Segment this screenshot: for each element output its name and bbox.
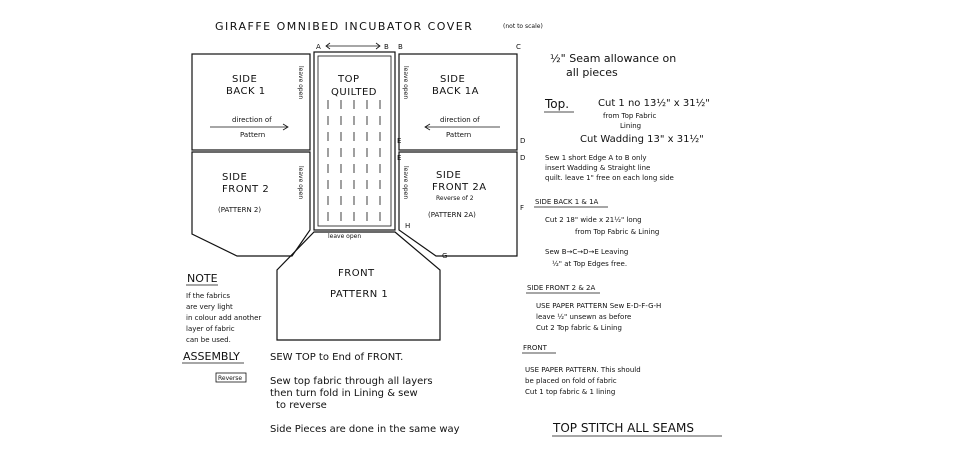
side-back-1-direction1: direction of [232, 116, 272, 124]
side-front-2a-label1: SIDE [436, 170, 461, 181]
assembly-label-2: Reverse [218, 375, 242, 382]
front-piece [276, 231, 441, 341]
point-label-b1: B [384, 43, 389, 51]
side-back-1a-piece [398, 53, 518, 151]
top-quilted-piece [313, 51, 396, 231]
point-label-f: F [520, 204, 524, 212]
side-back-1-arrowhead [282, 123, 289, 131]
assembly-step-1: SEW TOP to End of FRONT. [270, 352, 403, 363]
side-front-heading: SIDE FRONT 2 & 2A [527, 284, 595, 292]
point-label-c: C [516, 43, 521, 51]
side-front-2a-label3: Reverse of 2 [436, 195, 474, 202]
top-line-6: insert Wadding & Straight line [545, 164, 650, 172]
side-front-2a-piece [398, 151, 518, 257]
side-back-1a-arrowhead [424, 123, 431, 131]
top-line-7: quilt. leave 1" free on each long side [545, 174, 674, 182]
assembly-step-3: Side Pieces are done in the same way [270, 424, 460, 435]
title-note: (not to scale) [503, 23, 543, 30]
side-back-line-2: from Top Fabric & Lining [575, 228, 659, 236]
side-front-line-3: Cut 2 Top fabric & Lining [536, 324, 622, 332]
side-front-2a-label2: FRONT 2A [432, 182, 487, 193]
diagram-title: GIRAFFE OMNIBED INCUBATOR COVER [215, 20, 473, 33]
note-line-5: can be used. [186, 336, 231, 344]
point-label-h: H [405, 222, 410, 230]
side-back-line-3: Sew B→C→D→E Leaving [545, 248, 628, 256]
front-line-3: Cut 1 top fabric & 1 lining [525, 388, 615, 396]
side-back-1a-label2: BACK 1A [432, 86, 479, 97]
front-heading: FRONT [523, 344, 548, 352]
side-front-2-label3: (PATTERN 2) [218, 206, 261, 214]
side-back-line-1: Cut 2 18" wide x 21½" long [545, 216, 642, 224]
top-line-5: Sew 1 short Edge A to B only [545, 154, 647, 162]
side-back-1a-label1: SIDE [440, 74, 465, 85]
seam-line-2: all pieces [566, 66, 618, 79]
assembly-heading: ASSEMBLY [183, 350, 240, 363]
top-line-4: Cut Wadding 13" x 31½" [580, 133, 704, 145]
note-line-1: If the fabrics [186, 292, 230, 300]
side-back-1-edge: leave open [297, 66, 304, 99]
seam-line-1: ½" Seam allowance on [550, 52, 676, 65]
side-front-2a-edge: leave open [402, 166, 409, 199]
side-front-2-label1: SIDE [222, 172, 247, 183]
point-label-d1: D [520, 137, 525, 145]
side-back-line-4: ½" at Top Edges free. [552, 260, 627, 268]
front-line-2: be placed on fold of fabric [525, 377, 617, 385]
side-back-1a-direction1: direction of [440, 116, 480, 124]
side-back-1a-edge: leave open [402, 66, 409, 99]
assembly-step-2-line-1: Sew top fabric through all layers [270, 376, 433, 387]
note-line-4: layer of fabric [186, 325, 235, 333]
top-quilted-inner [317, 55, 392, 227]
assembly-step-2-line-2: then turn fold in Lining & sew [270, 388, 418, 399]
assembly-step-2-line-3: to reverse [276, 400, 327, 411]
side-front-2-piece [191, 151, 311, 257]
front-line-1: USE PAPER PATTERN. This should [525, 366, 641, 374]
assembly-label-box [215, 372, 247, 383]
quilting-lines [327, 100, 381, 222]
side-front-line-2: leave ½" unsewn as before [536, 313, 631, 321]
note-heading: NOTE [187, 272, 218, 285]
side-front-line-1: USE PAPER PATTERN Sew E-D-F-G-H [536, 302, 661, 310]
front-label1: FRONT [338, 268, 375, 279]
note-line-3: in colour add another [186, 314, 261, 322]
side-back-heading: SIDE BACK 1 & 1A [535, 198, 599, 206]
point-label-d2: D [520, 154, 525, 162]
top-line-2: from Top Fabric [603, 112, 656, 120]
side-back-1a-direction2: Pattern [446, 131, 471, 139]
point-label-b2: B [398, 43, 403, 51]
note-line-2: are very light [186, 303, 233, 311]
top-line-3: Lining [620, 122, 641, 130]
assembly-final: TOP STITCH ALL SEAMS [552, 421, 694, 435]
side-back-1-direction2: Pattern [240, 131, 265, 139]
top-line-1: Cut 1 no 13½" x 31½" [598, 97, 710, 109]
a-b-arrowheads [325, 42, 381, 50]
side-back-1-label2: BACK 1 [226, 86, 266, 97]
side-back-1-label1: SIDE [232, 74, 257, 85]
side-front-2-edge: leave open [297, 166, 304, 199]
front-edge: leave open [328, 233, 361, 240]
top-heading: Top. [544, 97, 569, 111]
point-label-a: A [316, 43, 321, 51]
top-label1: TOP [337, 74, 360, 85]
top-label2: QUILTED [331, 87, 377, 98]
side-back-1-piece [191, 53, 311, 151]
side-front-2a-label4: (PATTERN 2A) [428, 211, 476, 219]
side-front-2-label2: FRONT 2 [222, 184, 269, 195]
front-label2: PATTERN 1 [330, 289, 388, 300]
